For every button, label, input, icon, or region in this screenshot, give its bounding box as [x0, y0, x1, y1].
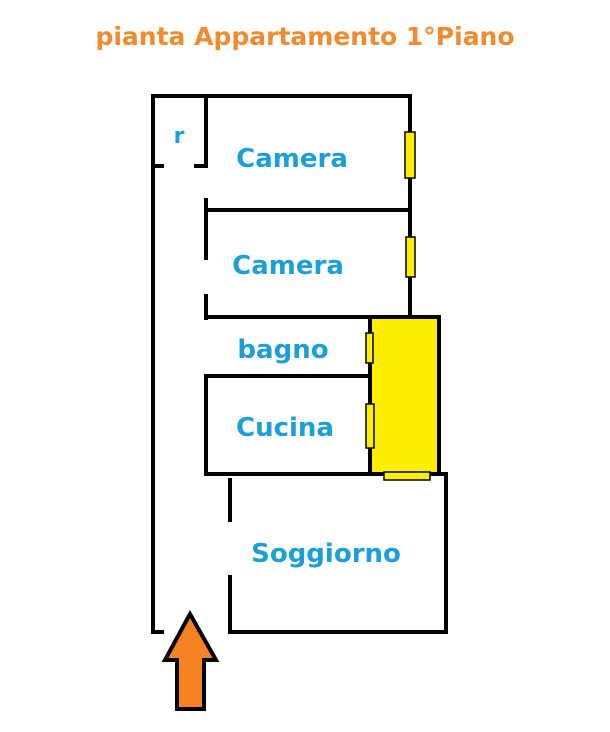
room-label-bedroom-2: Camera — [232, 251, 344, 281]
room-label-closet: r — [174, 124, 185, 149]
window-bedroom-2 — [405, 236, 416, 278]
terrace — [368, 315, 441, 476]
entrance-arrow-icon — [161, 609, 220, 711]
window-kitchen — [365, 403, 375, 449]
window-bedroom-1 — [404, 131, 416, 179]
walls — [151, 94, 448, 634]
window-bathroom — [365, 332, 374, 364]
room-label-bathroom: bagno — [237, 335, 328, 365]
window-living — [383, 471, 431, 481]
room-label-bedroom-1: Camera — [236, 144, 348, 174]
windows — [365, 131, 431, 481]
room-label-living-room: Soggiorno — [251, 539, 401, 569]
room-label-kitchen: Cucina — [236, 413, 334, 443]
page-title: pianta Appartamento 1°Piano — [95, 22, 515, 51]
